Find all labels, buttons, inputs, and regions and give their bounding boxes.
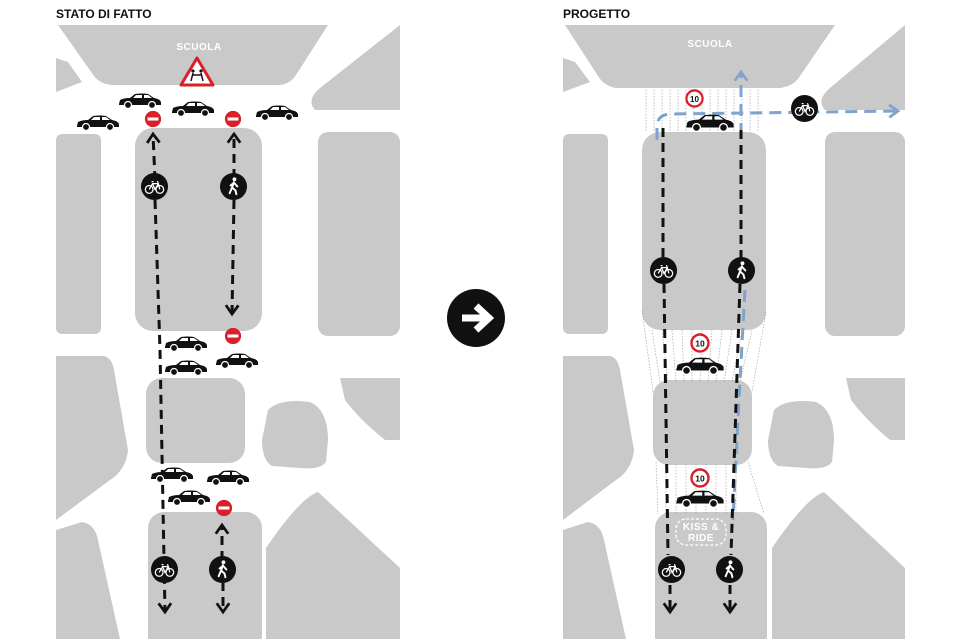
school-warning-sign-icon bbox=[179, 56, 215, 87]
block bbox=[563, 522, 626, 639]
bike-path-up bbox=[145, 131, 161, 181]
bike-path-down bbox=[153, 199, 173, 615]
car-icon bbox=[685, 114, 735, 132]
car-icon bbox=[118, 93, 162, 109]
block bbox=[56, 134, 101, 334]
pedestrian-path-down bbox=[224, 199, 240, 317]
car-icon bbox=[675, 357, 725, 375]
block bbox=[772, 492, 905, 639]
bike-path-down bbox=[663, 128, 670, 612]
city-blocks bbox=[56, 25, 400, 639]
pedestrian-icon bbox=[219, 172, 248, 201]
speed-limit-sign-icon: 10 bbox=[690, 468, 710, 488]
bicycle-icon bbox=[150, 555, 179, 584]
car-icon bbox=[167, 490, 211, 506]
central-block bbox=[642, 132, 766, 330]
speed-limit-value: 10 bbox=[695, 339, 705, 349]
kiss-ride-label: RIDE bbox=[688, 533, 714, 544]
no-entry-sign-icon bbox=[215, 499, 233, 517]
bike-path-lower bbox=[731, 289, 747, 521]
car-icon bbox=[215, 353, 259, 369]
school-building bbox=[565, 25, 835, 88]
block bbox=[846, 378, 905, 440]
no-entry-sign-icon bbox=[144, 110, 162, 128]
left-panel: STATO DI FATTO SCUOLA bbox=[56, 7, 400, 639]
school-label: SCUOLA bbox=[687, 39, 732, 50]
block bbox=[56, 58, 82, 92]
block bbox=[563, 58, 590, 92]
pedestrian-icon bbox=[715, 555, 744, 584]
shared-space-hatching bbox=[641, 90, 767, 515]
block bbox=[768, 401, 834, 469]
right-panel: PROGETTO SCUOLA bbox=[563, 7, 905, 639]
block bbox=[653, 380, 752, 465]
block bbox=[56, 522, 120, 639]
block bbox=[825, 132, 905, 336]
pedestrian-icon bbox=[208, 555, 237, 584]
block bbox=[563, 356, 634, 520]
car-icon bbox=[675, 490, 725, 508]
car-icon bbox=[206, 470, 250, 486]
kiss-ride-label: KISS & bbox=[683, 522, 719, 533]
car-icon bbox=[150, 467, 194, 483]
speed-limit-sign-icon: 10 bbox=[685, 89, 704, 108]
block bbox=[318, 132, 400, 336]
bicycle-icon bbox=[140, 172, 169, 201]
bike-path-horizontal bbox=[655, 103, 901, 140]
right-panel-title: PROGETTO bbox=[563, 7, 630, 21]
block bbox=[262, 401, 328, 469]
bicycle-icon bbox=[790, 94, 819, 123]
no-entry-sign-icon bbox=[224, 327, 242, 345]
bicycle-icon bbox=[649, 256, 678, 285]
car-icon bbox=[171, 101, 215, 117]
car-icon bbox=[76, 115, 120, 131]
speed-limit-value: 10 bbox=[690, 95, 699, 104]
pedestrian-path-down bbox=[730, 130, 741, 612]
left-panel-title: STATO DI FATTO bbox=[56, 7, 152, 21]
speed-limit-value: 10 bbox=[695, 474, 705, 484]
speed-limit-sign-icon: 10 bbox=[690, 333, 710, 353]
school-building bbox=[58, 25, 328, 85]
no-entry-sign-icon bbox=[224, 110, 242, 128]
arrow-right-icon bbox=[447, 289, 505, 347]
car-icon bbox=[164, 336, 208, 352]
block bbox=[563, 134, 608, 334]
school-label: SCUOLA bbox=[176, 42, 221, 53]
block bbox=[266, 492, 400, 639]
block bbox=[146, 378, 245, 463]
block bbox=[340, 378, 400, 440]
car-icon bbox=[255, 105, 299, 121]
block bbox=[821, 25, 905, 110]
block bbox=[56, 356, 128, 520]
block bbox=[148, 512, 262, 639]
city-blocks bbox=[563, 25, 905, 639]
car-icon bbox=[164, 360, 208, 376]
kiss-and-ride-zone: KISS & RIDE bbox=[675, 518, 727, 546]
bicycle-icon bbox=[657, 555, 686, 584]
block bbox=[311, 25, 400, 110]
pedestrian-icon bbox=[727, 256, 756, 285]
